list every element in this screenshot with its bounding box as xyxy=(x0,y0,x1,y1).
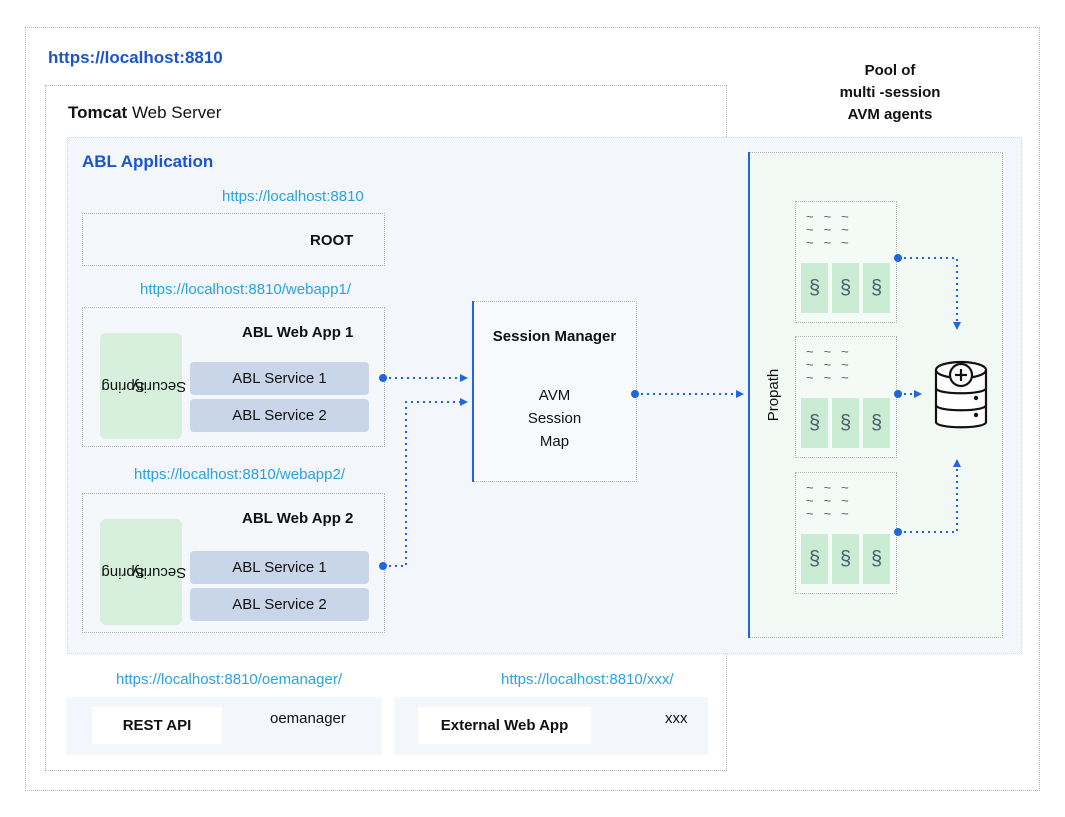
session-manager-bar xyxy=(472,301,474,482)
propath-bar xyxy=(748,152,750,638)
agent-2-thread-1: § xyxy=(801,398,828,448)
avm-session-map-line1: AVM xyxy=(538,387,571,404)
pool-title-line1: Pool of xyxy=(864,62,916,79)
webapp1-url[interactable]: https://localhost:8810/webapp1/ xyxy=(140,281,351,298)
agent-1-thread-1: § xyxy=(801,263,828,313)
pool-title: Pool of multi -session AVM agents xyxy=(800,60,980,126)
oemanager-name: oemanager xyxy=(270,710,346,727)
session-manager-box xyxy=(472,301,637,482)
external-name: xxx xyxy=(665,710,688,727)
webapp2-title: ABL Web App 2 xyxy=(242,510,354,527)
agent-1-thread-2: § xyxy=(832,263,859,313)
webapp1-spring-line2: Security xyxy=(131,378,187,395)
pool-title-line3: AVM agents xyxy=(847,106,933,123)
avm-agent-1: ~~~~~~~~~ § § § xyxy=(795,201,897,323)
propath-label: Propath xyxy=(765,368,782,422)
root-box[interactable] xyxy=(82,213,385,266)
agent-2-thread-2: § xyxy=(832,398,859,448)
tomcat-title-bold: Tomcat xyxy=(68,103,128,122)
database-icon xyxy=(934,360,988,429)
root-url[interactable]: https://localhost:8810 xyxy=(222,188,364,205)
agent-1-thread-3: § xyxy=(863,263,890,313)
avm-session-map-line3: Map xyxy=(539,433,570,450)
session-manager-title: Session Manager xyxy=(492,328,617,345)
agent-1-wave-row: ~~~~~~~~~ xyxy=(806,209,859,250)
webapp2-service2[interactable]: ABL Service 2 xyxy=(190,588,369,621)
agent-3-wave-row: ~~~~~~~~~ xyxy=(806,480,859,521)
rest-api-button[interactable]: REST API xyxy=(92,707,222,744)
avm-agent-2: ~~~~~~~~~ § § § xyxy=(795,336,897,458)
avm-session-map-line2: Session xyxy=(527,410,582,427)
server-url[interactable]: https://localhost:8810 xyxy=(48,48,223,67)
tomcat-title-rest: Web Server xyxy=(131,103,222,122)
root-label: ROOT xyxy=(310,232,354,249)
avm-agent-3: ~~~~~~~~~ § § § xyxy=(795,472,897,594)
webapp1-service2[interactable]: ABL Service 2 xyxy=(190,399,369,432)
external-url[interactable]: https://localhost:8810/xxx/ xyxy=(501,671,674,688)
tomcat-title: Tomcat Web Server xyxy=(68,103,221,123)
webapp2-spring-line2: Security xyxy=(131,564,187,581)
external-web-app-button[interactable]: External Web App xyxy=(418,707,591,744)
outer-frame xyxy=(25,27,1040,791)
webapp1-title: ABL Web App 1 xyxy=(242,324,354,341)
agent-3-thread-2: § xyxy=(832,534,859,584)
agent-2-wave-row: ~~~~~~~~~ xyxy=(806,344,859,385)
webapp1-service1[interactable]: ABL Service 1 xyxy=(190,362,369,395)
abl-application-title: ABL Application xyxy=(82,152,214,171)
webapp2-service1[interactable]: ABL Service 1 xyxy=(190,551,369,584)
oemanager-url[interactable]: https://localhost:8810/oemanager/ xyxy=(116,671,342,688)
pool-title-line2: multi -session xyxy=(839,84,941,101)
agent-2-thread-3: § xyxy=(863,398,890,448)
avm-session-map: AVM Session Map xyxy=(472,384,637,453)
agent-3-thread-1: § xyxy=(801,534,828,584)
webapp2-url[interactable]: https://localhost:8810/webapp2/ xyxy=(134,466,345,483)
agent-3-thread-3: § xyxy=(863,534,890,584)
